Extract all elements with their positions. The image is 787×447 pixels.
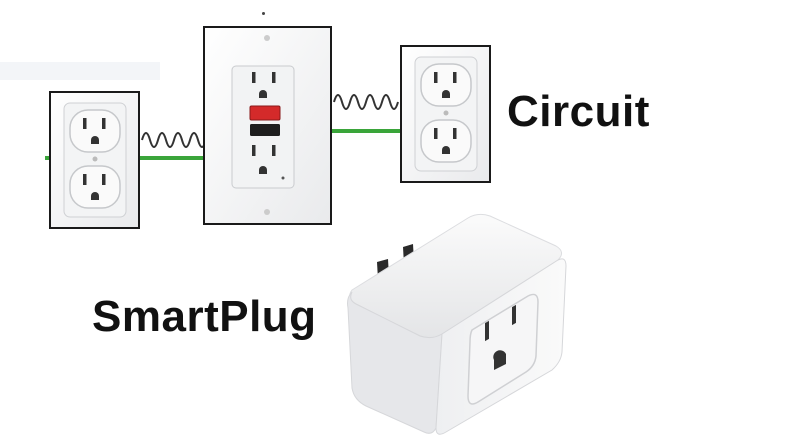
stray-mark: [262, 12, 265, 15]
wire-coil-icon: [141, 132, 207, 148]
smart-plug-icon: [347, 213, 567, 435]
wall-outlet-icon: [400, 45, 491, 183]
wire-coil-icon: [333, 94, 399, 110]
wall-outlet-icon: [49, 91, 140, 229]
faded-banner: [0, 62, 160, 80]
smartplug-label: SmartPlug: [92, 292, 317, 341]
gfci-outlet-icon: [203, 26, 332, 225]
circuit-label: Circuit: [507, 87, 650, 136]
